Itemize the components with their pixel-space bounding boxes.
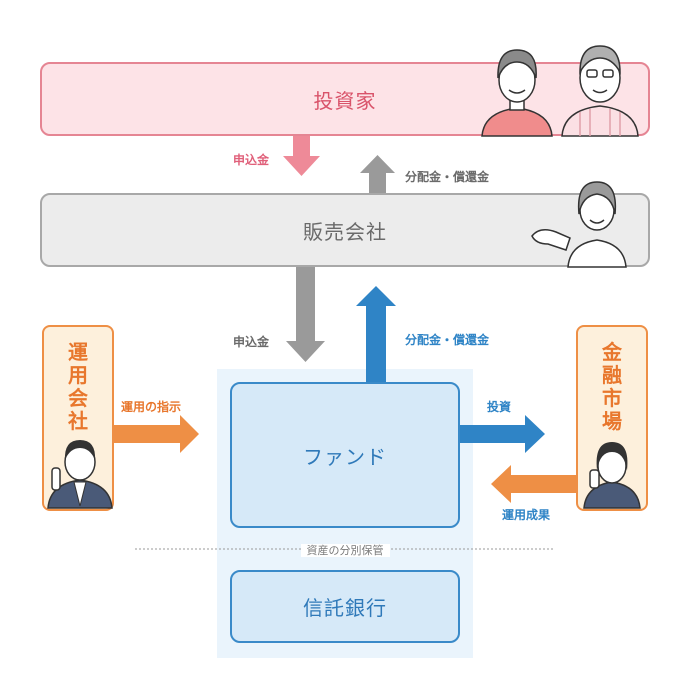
trust-bank-box: 信託銀行 <box>230 570 460 643</box>
separator-label-wrap: 資産の分別保管 <box>0 542 690 558</box>
financial-market-label: 金 融 市 場 <box>602 340 622 433</box>
subscription-label-mid: 申込金 <box>233 335 270 349</box>
instruction-arrow <box>114 415 199 453</box>
trust-bank-label: 信託銀行 <box>303 596 387 620</box>
investor-woman-icon <box>481 49 553 137</box>
result-arrow <box>491 465 576 503</box>
seller-woman-icon <box>531 181 627 268</box>
subscription-arrow-mid <box>286 267 325 362</box>
investor-man-icon <box>561 45 639 137</box>
distribution-label-top: 分配金・償還金 <box>405 170 490 184</box>
market-woman-icon <box>583 442 641 509</box>
fund-box: ファンド <box>230 382 460 528</box>
investment-arrow <box>460 415 545 453</box>
instruction-label: 運用の指示 <box>121 400 182 414</box>
investment-label: 投資 <box>487 400 512 414</box>
investor-label: 投資家 <box>313 88 377 113</box>
separator-label: 資産の分別保管 <box>300 544 390 557</box>
seller-label: 販売会社 <box>303 219 387 244</box>
manager-man-icon <box>47 440 113 509</box>
distribution-arrow-mid <box>356 286 396 382</box>
fund-label: ファンド <box>303 444 387 469</box>
result-label: 運用成果 <box>502 508 551 522</box>
distribution-label-mid: 分配金・償還金 <box>405 333 490 347</box>
asset-manager-label: 運 用 会 社 <box>68 340 88 433</box>
subscription-arrow-top <box>283 136 320 176</box>
subscription-label-top: 申込金 <box>233 153 270 167</box>
distribution-arrow-top <box>360 155 395 193</box>
